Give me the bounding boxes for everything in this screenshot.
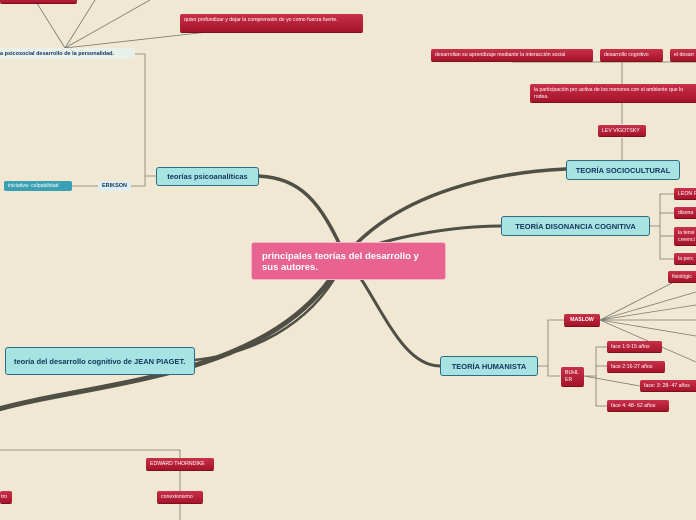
subtopic-maslow[interactable]: MASLOW bbox=[564, 314, 600, 326]
subtopic-face-4[interactable]: face 4: 48- 62 años bbox=[607, 400, 669, 411]
subtopic-fisiologicas[interactable]: fisiológic bbox=[668, 271, 696, 282]
subtopic-top-left-cut[interactable] bbox=[0, 0, 77, 3]
subtopic-lev-vigotsky[interactable]: LEV VIGOTSKY bbox=[598, 125, 646, 136]
subtopic-disonancia[interactable]: disona bbox=[674, 207, 696, 218]
subtopic-participacion-proactiva[interactable]: la participación pro activa de los menor… bbox=[530, 84, 696, 102]
central-topic[interactable]: principales teorías del desarrollo y sus… bbox=[251, 242, 446, 280]
subtopic-leon-festinger[interactable]: LEON F bbox=[674, 188, 696, 199]
branch-psicoanaliticas[interactable]: teorías psicoanalíticas bbox=[156, 167, 259, 186]
subtopic-tension-creencias[interactable]: la tensi creenci bbox=[674, 227, 696, 245]
subtopic-face-2[interactable]: face 2:16-27 años bbox=[607, 361, 665, 372]
subtopic-desarrollan-aprendizaje[interactable]: desarrollan su aprendizaje mediante la i… bbox=[431, 49, 593, 61]
subtopic-conexionismo[interactable]: conexionismo bbox=[157, 491, 203, 503]
branch-disonancia-cognitiva[interactable]: TEORÍA DISONANCIA COGNITIVA bbox=[501, 216, 650, 236]
subtopic-iniciativa-culpabilidad[interactable]: iniciativa- culpabilidad bbox=[4, 181, 72, 191]
subtopic-quiso-profundizar[interactable]: quiso profundizar y dejar la comprensión… bbox=[180, 14, 363, 32]
subtopic-el-desarrollo[interactable]: el desarr bbox=[670, 49, 696, 61]
subtopic-face-3[interactable]: face: 3: 28- 47 años bbox=[640, 380, 696, 391]
subtopic-desarrollo-cognitivo[interactable]: desarrollo cognitivo bbox=[600, 49, 663, 61]
subtopic-erikson[interactable]: ERIKSON bbox=[98, 181, 131, 191]
subtopic-tro-cut[interactable]: tro bbox=[0, 491, 12, 503]
branch-humanista[interactable]: TEORÍA HUMANISTA bbox=[440, 356, 538, 376]
subtopic-psicosocial[interactable]: a psicosocial desarrollo de la personali… bbox=[0, 48, 135, 59]
subtopic-edward-thorndike[interactable]: EDWARD THORNDIKE bbox=[146, 458, 214, 470]
branch-sociocultural[interactable]: TEORÍA SOCIOCULTURAL bbox=[566, 160, 680, 180]
branch-piaget[interactable]: teoría del desarrollo cognitivo de JEAN … bbox=[5, 347, 195, 375]
subtopic-percepcion[interactable]: la perc bbox=[674, 253, 696, 264]
subtopic-buhler[interactable]: BUHL ER bbox=[561, 367, 584, 386]
subtopic-face-1[interactable]: face 1:0-15 años bbox=[607, 341, 662, 352]
